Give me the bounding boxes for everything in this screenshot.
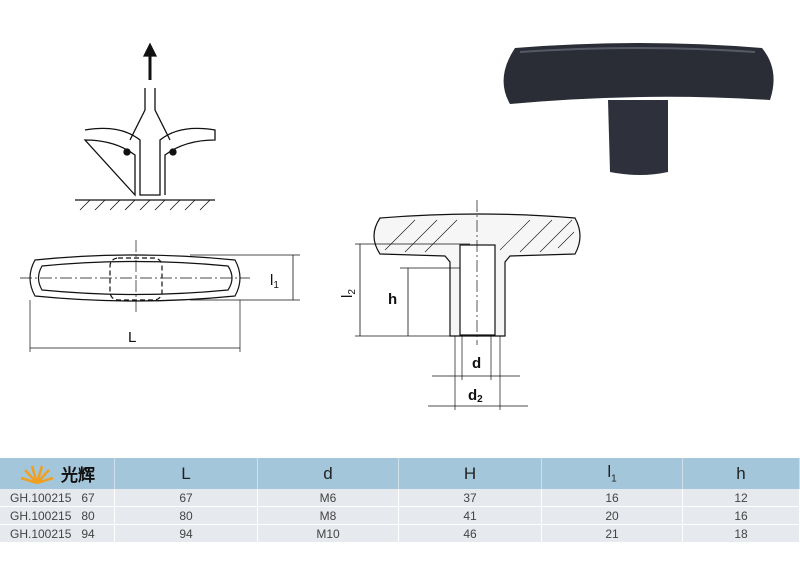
table-header: 光辉 L d H l1 h (0, 458, 800, 489)
cell-model: GH.100215 80 (0, 506, 115, 525)
cell-d: M6 (257, 489, 399, 507)
cell-H: 37 (398, 489, 542, 507)
logo-text: 光辉 (61, 466, 95, 486)
cell-l1: 21 (541, 524, 683, 543)
col-d: d (257, 458, 399, 489)
label-l1: l1 (270, 272, 279, 291)
label-L: L (128, 329, 136, 346)
cell-h: 12 (682, 489, 800, 507)
top-view (20, 240, 300, 352)
label-d2: d2 (468, 387, 483, 405)
cell-h: 16 (682, 506, 800, 525)
label-d: d (472, 355, 481, 372)
col-L: L (114, 458, 258, 489)
sunburst-logo-icon (20, 465, 54, 484)
pull-diagram (75, 42, 216, 211)
cell-d: M10 (257, 524, 399, 543)
col-l1: l1 (541, 458, 683, 489)
logo-cell: 光辉 (0, 458, 115, 489)
cell-H: 46 (398, 524, 542, 543)
col-h: h (682, 458, 800, 489)
cell-l1: 16 (541, 489, 683, 507)
label-h: h (388, 291, 397, 308)
label-l2: l2 (339, 289, 358, 298)
col-H: H (398, 458, 542, 489)
cell-model: GH.100215 67 (0, 489, 115, 507)
cell-l1: 20 (541, 506, 683, 525)
cell-h: 18 (682, 524, 800, 543)
cell-L: 80 (114, 506, 258, 525)
section-view (355, 200, 581, 410)
cell-L: 94 (114, 524, 258, 543)
cell-d: M8 (257, 506, 399, 525)
cell-model: GH.100215 94 (0, 524, 115, 543)
cell-L: 67 (114, 489, 258, 507)
product-photo (503, 43, 774, 175)
cell-H: 41 (398, 506, 542, 525)
technical-drawing: L l1 l2 h d d2 (20, 42, 774, 410)
